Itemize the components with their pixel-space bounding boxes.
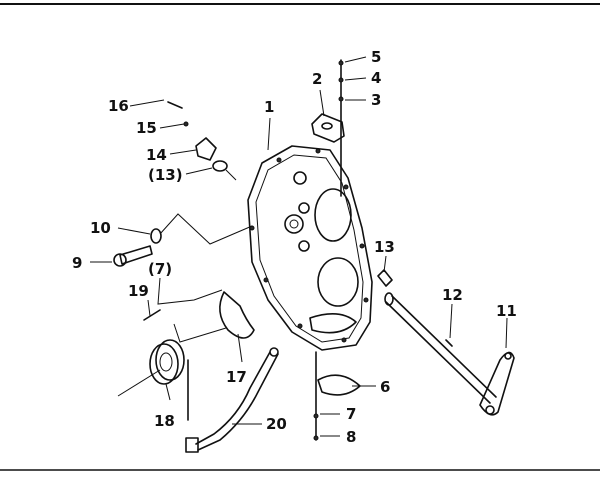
housing-cover — [247, 145, 373, 351]
callout-16: 16 — [108, 97, 129, 115]
shaft-and-lever — [377, 269, 515, 416]
lower-left-parts — [143, 291, 279, 453]
callout-9: 9 — [72, 254, 82, 272]
callout-13: 13 — [374, 238, 395, 256]
callout-4: 4 — [371, 69, 381, 87]
callout-19: 19 — [128, 282, 149, 300]
callout-8: 8 — [346, 428, 356, 446]
plate-part-2 — [311, 113, 345, 143]
callout-5: 5 — [371, 48, 381, 66]
callout-14: 14 — [146, 146, 167, 164]
callout-1: 1 — [264, 98, 274, 116]
callout-labels: 1 2 3 4 5 6 7 8 9 10 11 12 13 (13) 14 15… — [72, 48, 517, 446]
callout-2: 2 — [312, 70, 322, 88]
callout-15: 15 — [136, 119, 157, 137]
callout-7: 7 — [346, 405, 356, 423]
callout-11: 11 — [496, 302, 517, 320]
cover-parts-6-8 — [313, 351, 361, 441]
callout-3: 3 — [371, 91, 381, 109]
callout-20: 20 — [266, 415, 287, 433]
callout-6: 6 — [380, 378, 390, 396]
callout-12: 12 — [442, 286, 463, 304]
callout-10: 10 — [90, 219, 111, 237]
callout-18: 18 — [154, 412, 175, 430]
callout-7-ref: (7) — [148, 260, 172, 278]
callout-17: 17 — [226, 368, 247, 386]
leader-lines — [90, 56, 508, 437]
stud-parts-3-5 — [338, 59, 344, 197]
callout-13-ref: (13) — [148, 166, 183, 184]
small-hardware — [113, 101, 228, 267]
